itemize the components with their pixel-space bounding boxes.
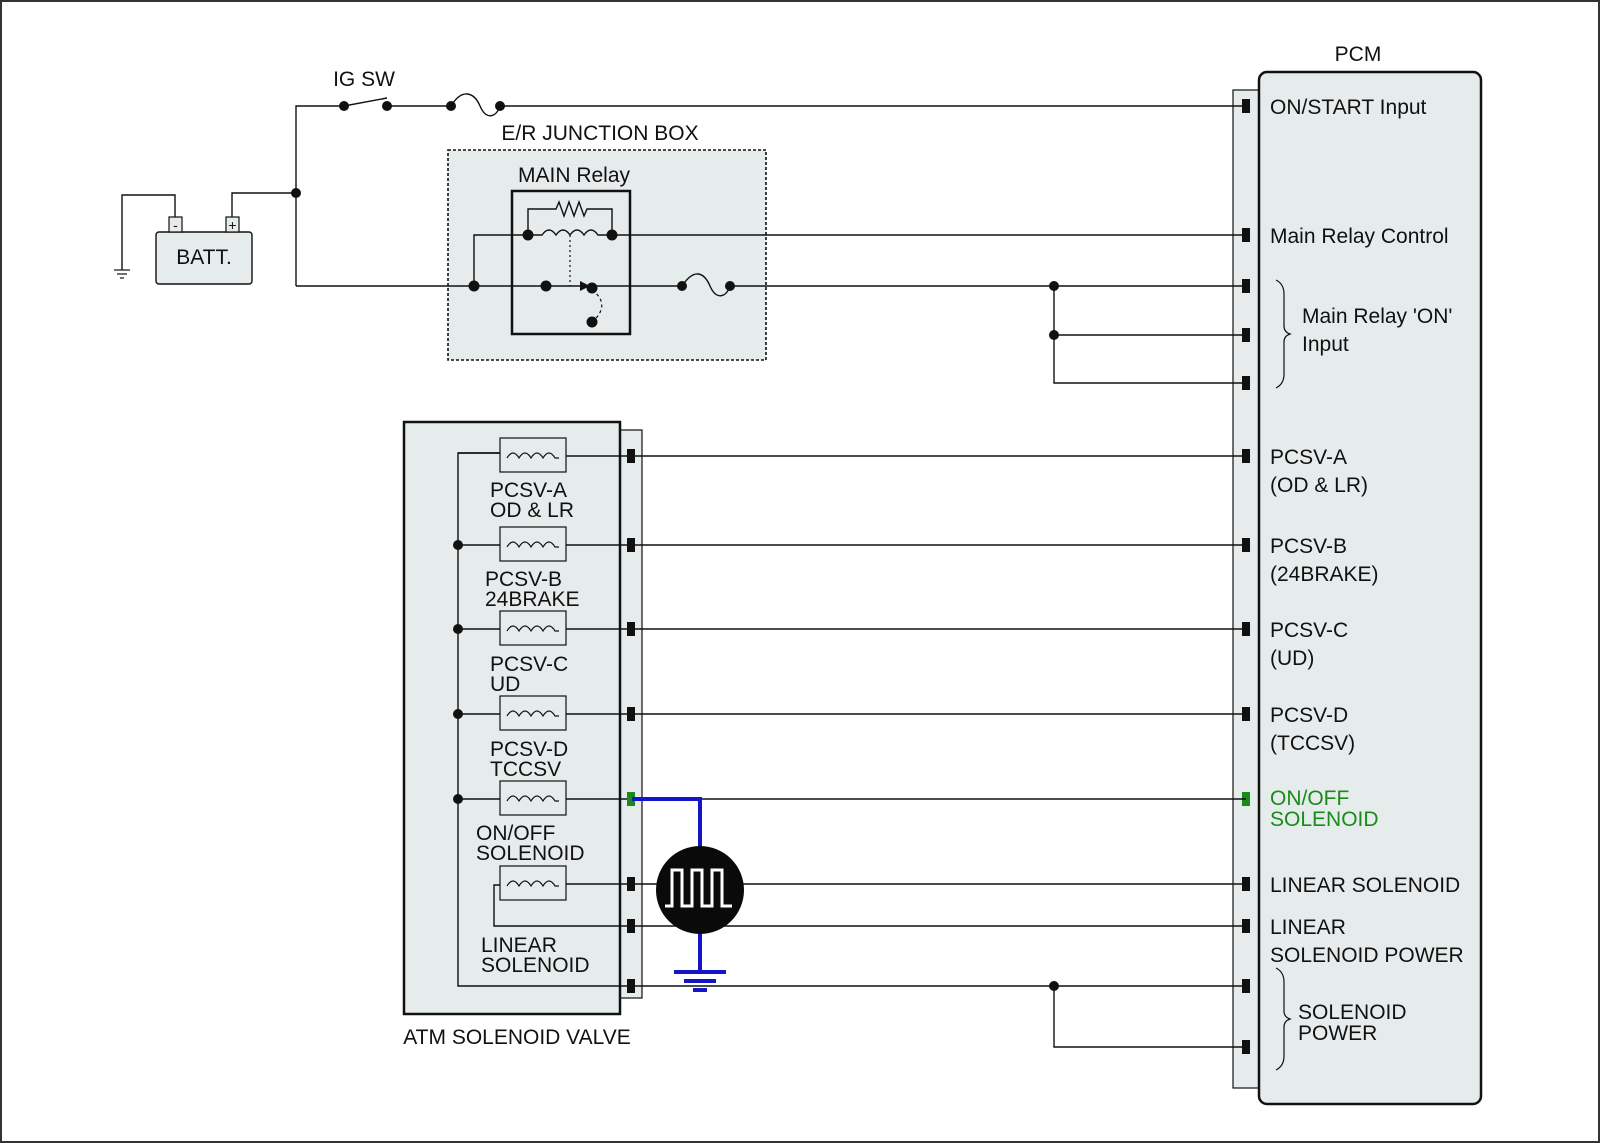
pcm-pin: [1242, 99, 1250, 113]
solenoid-coil-winding: [506, 795, 559, 803]
pcm-pin-label: (24BRAKE): [1270, 563, 1379, 586]
pcm-pin: [1242, 376, 1250, 390]
relay-contact-arrow: [580, 281, 590, 291]
solenoid-label: OD & LR: [490, 499, 574, 522]
battery-minus-sign: -: [173, 217, 178, 233]
junction-box-label: E/R JUNCTION BOX: [501, 122, 698, 145]
pcm-pin-label: ON/START Input: [1270, 96, 1427, 119]
atm-pin: [627, 622, 635, 636]
main-relay: [510, 189, 632, 336]
pcm-pin-label: (OD & LR): [1270, 474, 1368, 497]
solenoid-coil-winding: [506, 452, 559, 460]
pcm-pin-label: SOLENOID: [1298, 1001, 1407, 1024]
pcm-pin-label: POWER: [1298, 1022, 1377, 1045]
main-relay-label: MAIN Relay: [518, 164, 631, 187]
pcm-pin-label: (TCCSV): [1270, 732, 1355, 755]
atm-pin: [627, 449, 635, 463]
atm-pin: [627, 877, 635, 891]
atm-pin: [627, 792, 635, 806]
pcm-pin-label: LINEAR: [1270, 916, 1346, 939]
rail-junction-dot: [453, 624, 463, 634]
rail-junction-dot: [453, 794, 463, 804]
oscilloscope-probe-icon: [656, 846, 744, 934]
relay-feed-wire: [473, 234, 528, 286]
pcm-pin-label: (UD): [1270, 647, 1314, 670]
solenoid-label: PCSV-B: [485, 568, 562, 591]
solenoid-label: LINEAR: [481, 934, 557, 957]
atm-pin: [627, 979, 635, 993]
solenoid-coil-winding: [506, 710, 559, 718]
pcm-pin-label: PCSV-C: [1270, 619, 1348, 642]
atm-valve-label: ATM SOLENOID VALVE: [403, 1026, 631, 1049]
atm-pin: [627, 707, 635, 721]
solenoid-label: 24BRAKE: [485, 588, 580, 611]
battery: [155, 231, 253, 285]
pcm-pin-label: LINEAR SOLENOID: [1270, 874, 1460, 897]
relay-resistor-icon: [527, 199, 613, 235]
solenoid-label: ON/OFF: [476, 822, 555, 845]
ig-sw-label: IG SW: [333, 68, 395, 91]
pcm-brace: [1275, 279, 1292, 389]
junction-dot: [291, 188, 301, 198]
pcm-pin-label: PCSV-A: [1270, 446, 1347, 469]
pcm-pin-label: PCSV-D: [1270, 704, 1348, 727]
main-relay-on-branch: [1053, 286, 1246, 384]
pcm-brace: [1275, 967, 1292, 1071]
solenoid-label: PCSV-C: [490, 653, 568, 676]
pcm-pin: [1242, 328, 1250, 342]
pcm-pin-label: ON/OFF: [1270, 787, 1349, 810]
battery-plus-sign: +: [228, 217, 236, 233]
pcm-pin: [1242, 279, 1250, 293]
pcm-pin-label: SOLENOID: [1270, 808, 1379, 831]
solenoid-coil-winding: [506, 541, 559, 549]
linear-solenoid-return: [493, 884, 632, 927]
probe-wire: [632, 797, 702, 856]
ignition-feed-wire: [295, 105, 344, 286]
solenoid-label: PCSV-A: [490, 479, 567, 502]
ground-icon: [114, 269, 130, 279]
atm-pin: [627, 919, 635, 933]
atm-pin: [627, 538, 635, 552]
solenoid-label: TCCSV: [490, 758, 561, 781]
solenoid-coil-winding: [506, 625, 559, 633]
solenoid-label: SOLENOID: [481, 954, 590, 977]
junction-dot: [1049, 981, 1059, 991]
solenoid-label: PCSV-D: [490, 738, 568, 761]
relay-contact-arm: [591, 289, 603, 323]
pcm-pin-label: Main Relay 'ON': [1302, 305, 1452, 328]
pcm-pin-label: PCSV-B: [1270, 535, 1347, 558]
pcm-module: [1257, 70, 1483, 1106]
battery-label: BATT.: [176, 246, 232, 269]
pcm-pin: [1242, 228, 1250, 242]
rail-junction-dot: [453, 540, 463, 550]
pcm-pin-label: Input: [1302, 333, 1349, 356]
rail-junction-dot: [453, 709, 463, 719]
solenoid-label: SOLENOID: [476, 842, 585, 865]
pcm-pin-label: SOLENOID POWER: [1270, 944, 1464, 967]
pcm-label: PCM: [1335, 43, 1382, 66]
ground-icon: [674, 970, 726, 992]
battery-ground-wire: [121, 194, 176, 270]
battery-positive-wire: [231, 192, 296, 217]
solenoid-power-branch: [1053, 986, 1246, 1048]
solenoid-coil-winding: [506, 880, 559, 888]
solenoid-label: UD: [490, 673, 520, 696]
pcm-pin-label: Main Relay Control: [1270, 225, 1449, 248]
